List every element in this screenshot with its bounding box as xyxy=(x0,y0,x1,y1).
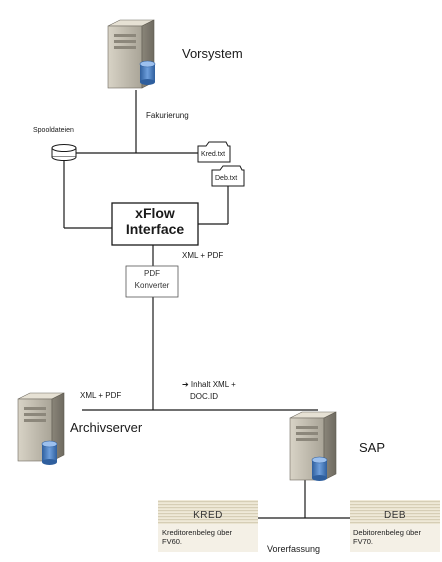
database-icon xyxy=(139,60,156,85)
vorerfassung-label: Vorerfassung xyxy=(267,544,321,554)
kred-header: KRED xyxy=(193,510,223,521)
pdf-konverter-line2: Konverter xyxy=(134,280,170,290)
spooldateien-label: Spooldateien xyxy=(33,127,74,134)
kred-file-label: Kred.txt xyxy=(201,151,226,158)
vorsystem-label: Vorsystem xyxy=(182,46,243,61)
server-icon xyxy=(17,392,65,462)
disk-icon xyxy=(51,144,77,161)
sap-label: SAP xyxy=(359,440,386,455)
xflow-line1: xFlow xyxy=(135,205,175,221)
xflow-line2: Interface xyxy=(125,220,185,237)
inhalt-line1-label: ➔ Inhalt XML + xyxy=(182,380,236,389)
fakturierung-label: Fakurierung xyxy=(146,111,189,120)
kred-line2: FV60. xyxy=(162,537,183,547)
xflow-interface-text: xFlow Interface xyxy=(112,205,198,237)
folder-icon xyxy=(197,141,231,163)
kred-document xyxy=(158,500,258,552)
database-icon xyxy=(311,456,328,481)
deb-header: DEB xyxy=(383,510,407,521)
archivserver-label: Archivserver xyxy=(70,420,143,435)
inhalt-line2-label: DOC.ID xyxy=(190,392,218,401)
deb-note-text: Debitorenbeleg über FV70. xyxy=(353,528,421,547)
pdf-konverter-line1: PDF xyxy=(144,269,160,278)
xflow-interface-box xyxy=(111,202,199,246)
deb-line1: Debitorenbeleg über xyxy=(353,528,421,537)
pdf-konverter-box xyxy=(125,265,179,298)
kred-line1: Kreditorenbeleg über xyxy=(162,528,233,537)
kred-note-text: Kreditorenbeleg über FV60. xyxy=(162,528,232,547)
xml-pdf-left-label: XML + PDF xyxy=(80,391,122,400)
deb-line2: FV70. xyxy=(353,537,374,547)
database-icon xyxy=(41,440,58,465)
connector-lines xyxy=(63,90,350,519)
pdf-konverter-text: PDF Konverter xyxy=(126,269,178,291)
deb-document xyxy=(350,500,440,552)
xml-pdf-top-label: XML + PDF xyxy=(182,251,224,260)
folder-icon xyxy=(211,165,245,187)
deb-file-label: Deb.txt xyxy=(215,175,238,182)
